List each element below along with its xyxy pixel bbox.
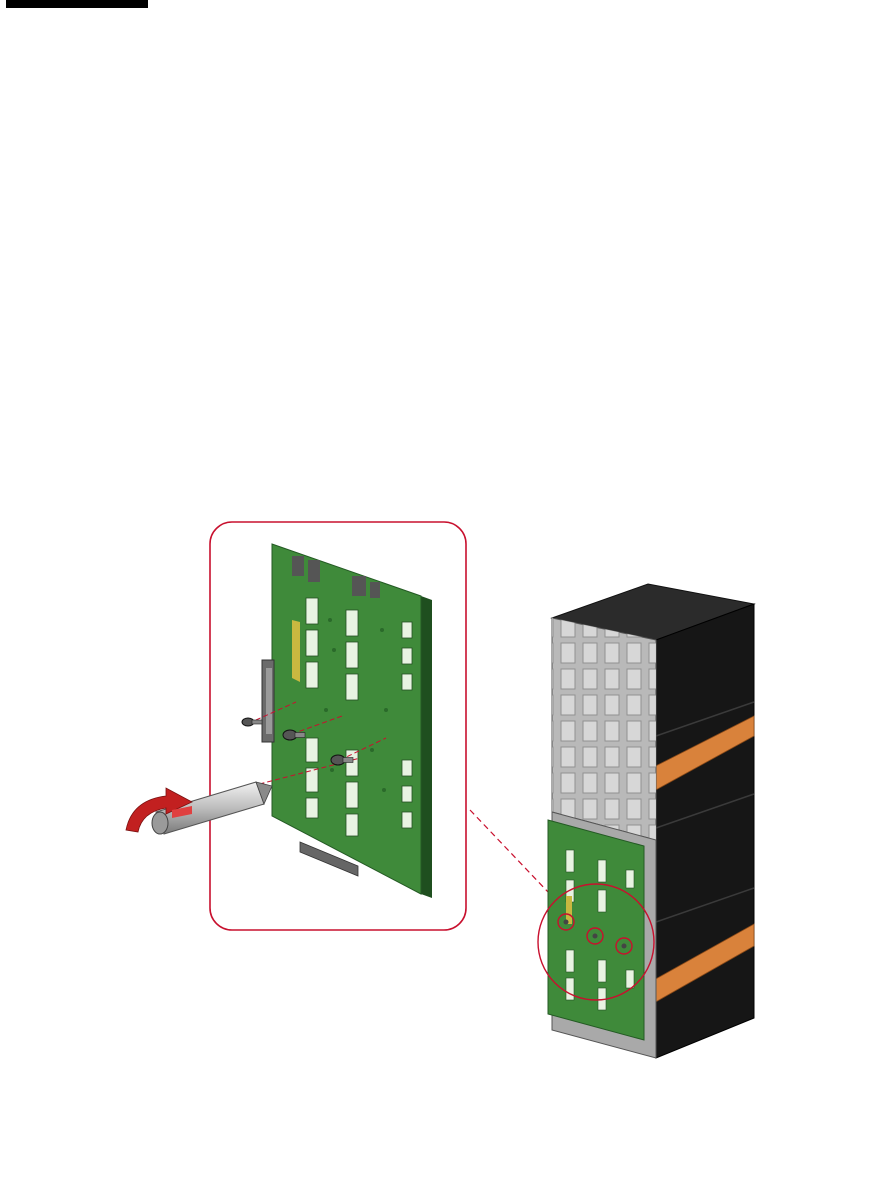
backplane-removal-illustration <box>96 510 786 1070</box>
callout-connector <box>470 810 548 892</box>
disk-backplane-board <box>262 544 432 898</box>
header-bar <box>6 0 148 8</box>
screw-icon <box>242 718 262 726</box>
drive-cage-chassis <box>538 584 754 1058</box>
